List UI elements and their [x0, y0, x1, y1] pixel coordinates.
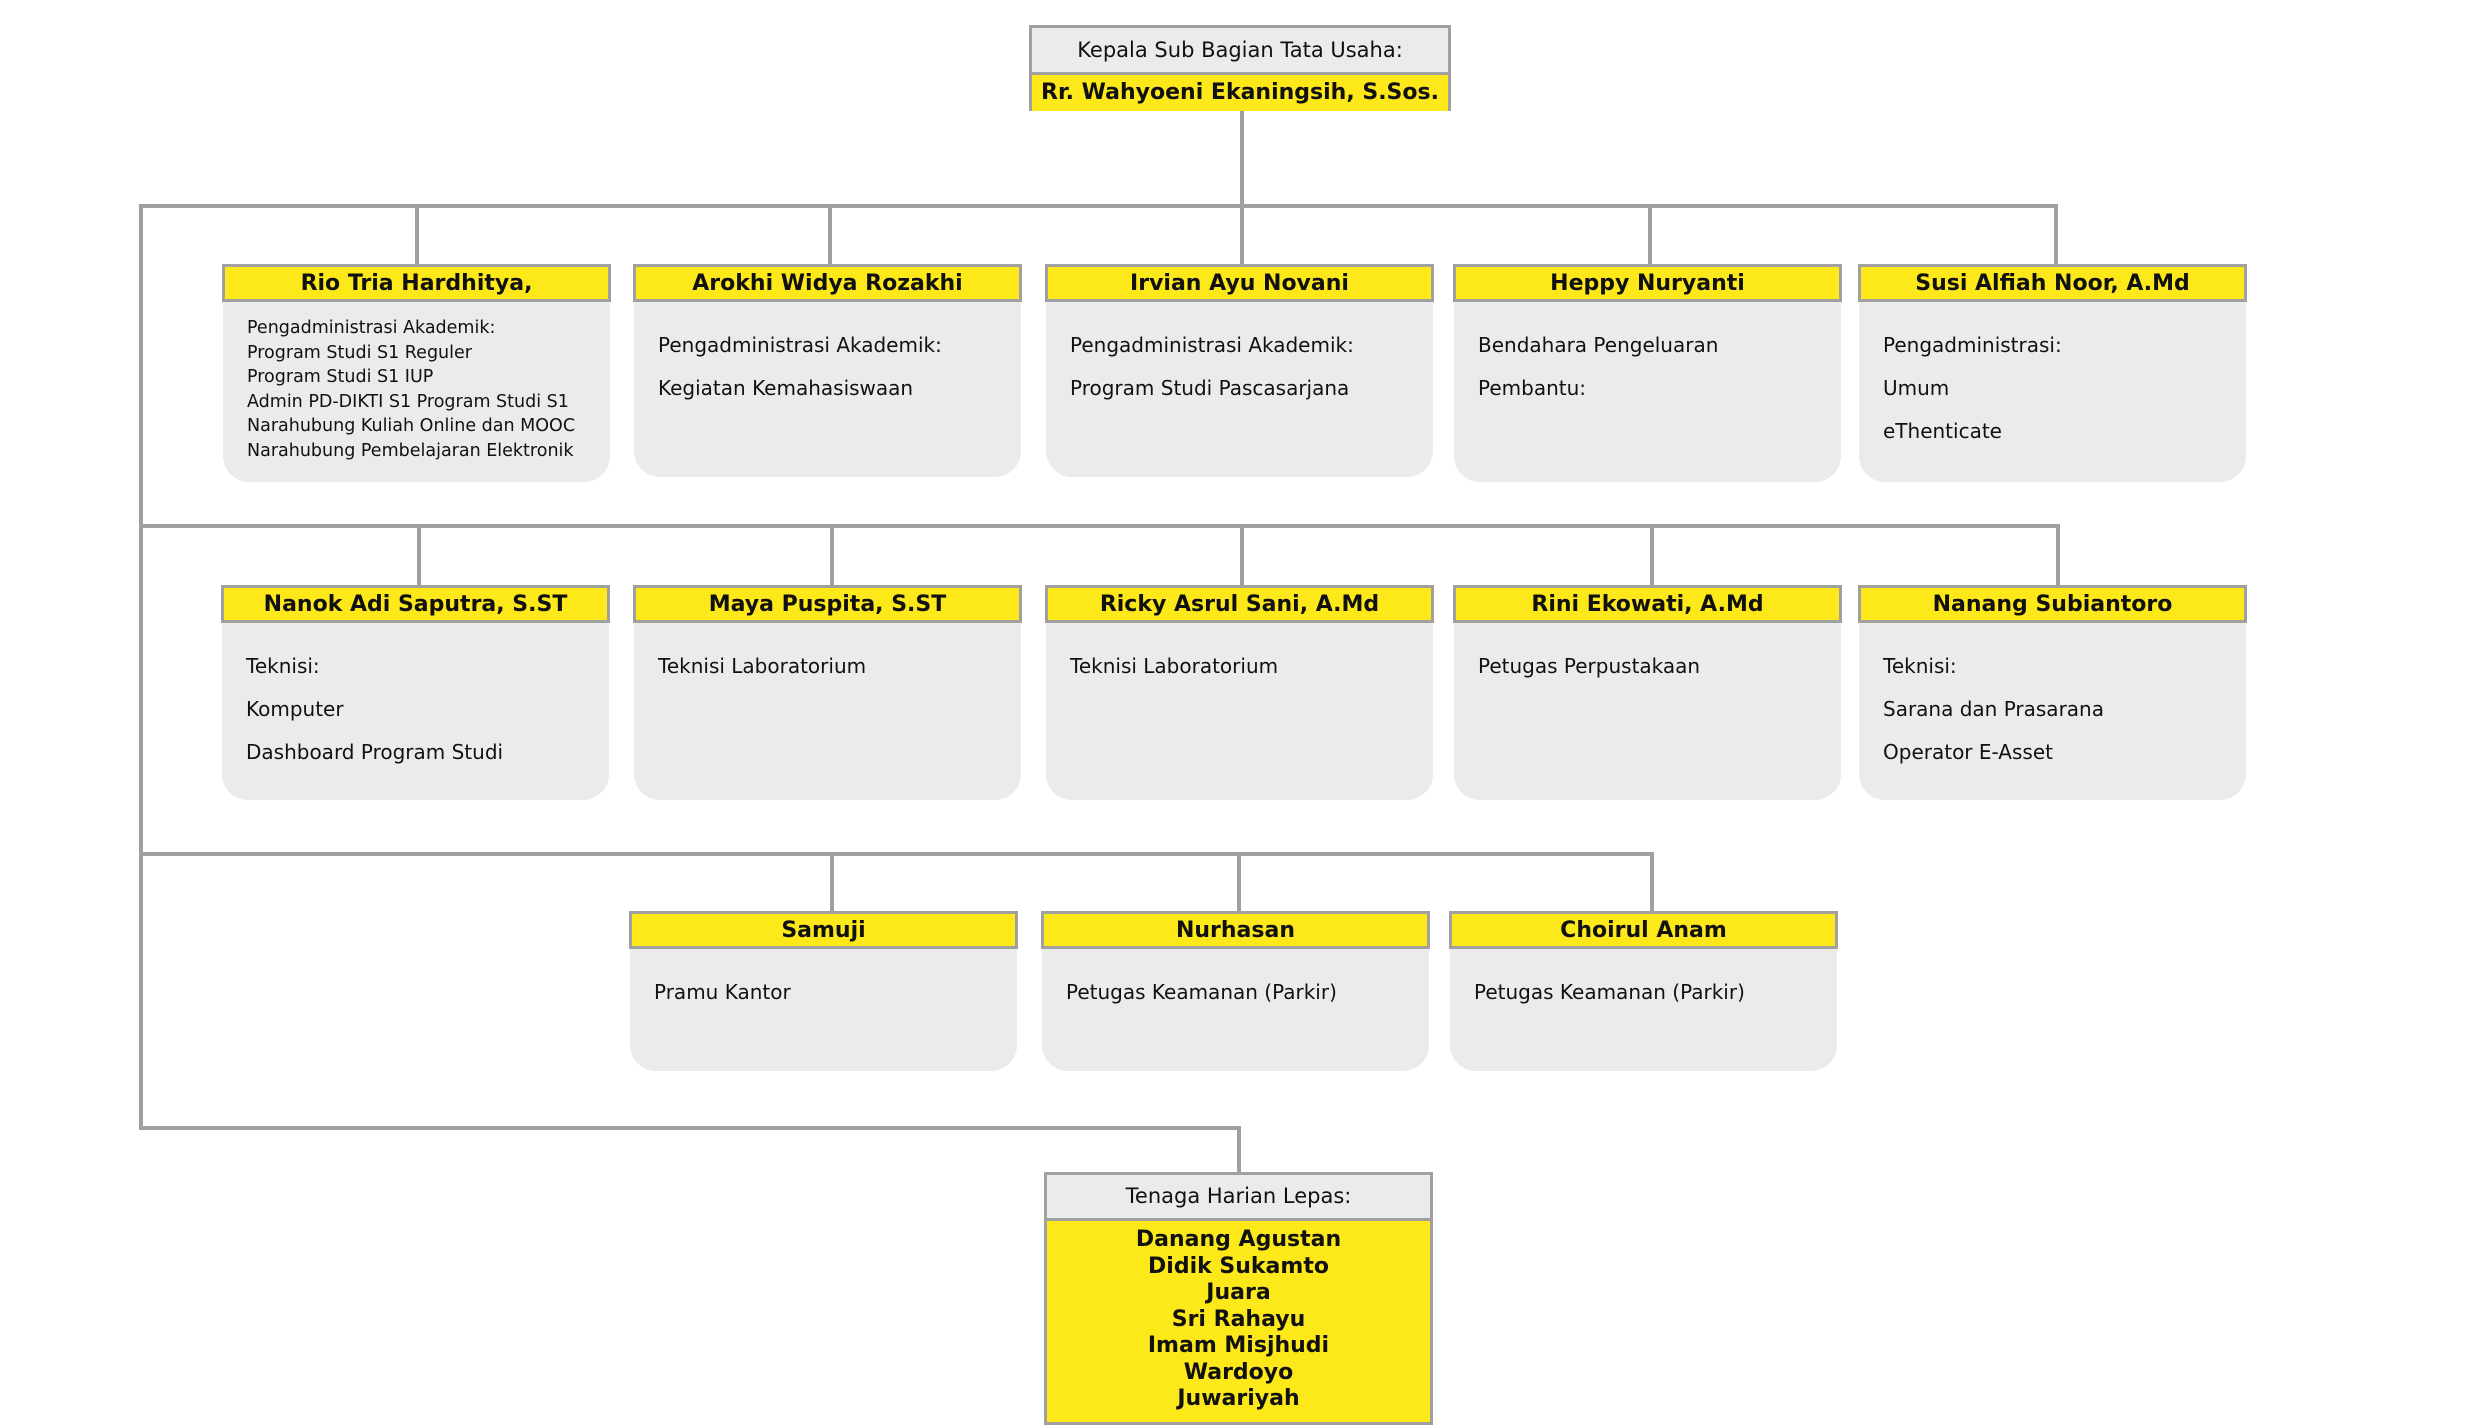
- duty-line: Pengadministrasi:: [1883, 333, 2062, 357]
- staff-name: Susi Alfiah Noor, A.Md: [1858, 264, 2247, 302]
- staff-name: Maya Puspita, S.ST: [633, 585, 1022, 623]
- duty-line: Dashboard Program Studi: [246, 740, 504, 764]
- connector: [139, 1126, 1240, 1130]
- duty-line: Petugas Keamanan (Parkir): [1474, 980, 1745, 1004]
- casual-name: Juara: [1206, 1280, 1271, 1305]
- connector: [1237, 852, 1241, 912]
- duty-line: Narahubung Kuliah Online dan MOOC: [247, 416, 576, 436]
- staff-name: Nurhasan: [1041, 911, 1430, 949]
- connector: [139, 524, 2059, 528]
- connector: [830, 852, 834, 912]
- duty-line: Petugas Perpustakaan: [1478, 654, 1701, 678]
- connector: [1650, 524, 1654, 586]
- duty-line: Program Studi S1 Reguler: [247, 342, 472, 363]
- casual-name: Danang Agustan: [1135, 1227, 1342, 1252]
- staff-duties: Teknisi Laboratorium: [634, 623, 1021, 688]
- duty-line: Pengadministrasi Akademik:: [247, 318, 496, 338]
- connector: [139, 852, 1654, 856]
- staff-duties: Pengadministrasi Akademik: Kegiatan Kemah…: [634, 302, 1021, 410]
- head-name: Rr. Wahyoeni Ekaningsih, S.Sos.: [1032, 75, 1448, 111]
- staff-duties: Petugas Keamanan (Parkir): [1042, 949, 1429, 1014]
- connector: [2056, 524, 2060, 586]
- duty-line: Pengadministrasi Akademik:: [1070, 333, 1354, 357]
- head-box: Kepala Sub Bagian Tata Usaha: Rr. Wahyoe…: [1029, 25, 1451, 111]
- duty-line: Pengadministrasi Akademik:: [658, 333, 942, 357]
- connector: [139, 204, 143, 1130]
- staff-name: Nanok Adi Saputra, S.ST: [221, 585, 610, 623]
- staff-duties: Pengadministrasi: Umum eThenticate: [1859, 302, 2246, 453]
- casual-name: Juwariyah: [1177, 1386, 1300, 1411]
- duty-line: Program Studi Pascasarjana: [1070, 376, 1350, 400]
- staff-name: Heppy Nuryanti: [1453, 264, 1842, 302]
- duty-line: Bendahara Pengeluaran Pembantu:: [1478, 333, 1719, 400]
- staff-card: Rio Tria Hardhitya,Pengadministrasi Akad…: [222, 264, 611, 482]
- casual-title: Tenaga Harian Lepas:: [1047, 1175, 1430, 1221]
- casual-name: Didik Sukamto: [1148, 1253, 1329, 1279]
- casual-name: Imam Misjhudi: [1147, 1333, 1330, 1358]
- connector: [1240, 110, 1244, 208]
- connector: [1648, 204, 1652, 264]
- duty-line: Teknisi:: [246, 654, 320, 678]
- staff-duties: Pengadministrasi Akademik: Program Studi …: [223, 302, 610, 463]
- staff-name: Irvian Ayu Novani: [1045, 264, 1434, 302]
- casual-name: Sri Rahayu: [1171, 1306, 1306, 1332]
- duty-line: Program Studi S1 IUP: [247, 367, 434, 387]
- staff-duties: Petugas Perpustakaan: [1454, 623, 1841, 688]
- duty-line: Kegiatan Kemahasiswaan: [658, 376, 914, 400]
- duty-line: Teknisi Laboratorium: [658, 654, 867, 678]
- connector: [1240, 524, 1244, 586]
- staff-name: Arokhi Widya Rozakhi: [633, 264, 1022, 302]
- staff-duties: Pramu Kantor: [630, 949, 1017, 1014]
- connector: [1237, 1126, 1241, 1174]
- connector: [830, 524, 834, 586]
- duty-line: Sarana dan Prasarana: [1883, 697, 2104, 721]
- head-title: Kepala Sub Bagian Tata Usaha:: [1032, 28, 1448, 75]
- duty-line: Admin PD-DIKTI S1 Program Studi S1: [247, 391, 569, 412]
- connector: [139, 204, 2058, 208]
- duty-line: Narahubung Pembelajaran Elektronik: [247, 440, 574, 461]
- connector: [1240, 204, 1244, 264]
- duty-line: Umum: [1883, 376, 1950, 400]
- staff-name: Ricky Asrul Sani, A.Md: [1045, 585, 1434, 623]
- duty-line: Teknisi:: [1883, 654, 1957, 678]
- duty-line: Operator E-Asset: [1883, 740, 2053, 764]
- staff-name: Choirul Anam: [1449, 911, 1838, 949]
- connector: [828, 204, 832, 264]
- duty-line: Teknisi Laboratorium: [1070, 654, 1279, 678]
- staff-name: Rio Tria Hardhitya,: [222, 264, 611, 302]
- connector: [417, 524, 421, 586]
- connector: [415, 204, 419, 264]
- staff-duties: Bendahara Pengeluaran Pembantu:: [1454, 302, 1841, 410]
- casual-name: Wardoyo: [1183, 1359, 1294, 1385]
- staff-name: Rini Ekowati, A.Md: [1453, 585, 1842, 623]
- staff-duties: Pengadministrasi Akademik: Program Studi …: [1046, 302, 1433, 410]
- staff-name: Samuji: [629, 911, 1018, 949]
- staff-card: Maya Puspita, S.ST Teknisi Laboratorium: [633, 585, 1022, 800]
- staff-name: Nanang Subiantoro: [1858, 585, 2247, 623]
- staff-duties: Teknisi Laboratorium: [1046, 623, 1433, 688]
- connector: [1650, 852, 1654, 912]
- duty-line: Petugas Keamanan (Parkir): [1066, 980, 1337, 1004]
- connector: [2054, 204, 2058, 264]
- duty-line: eThenticate: [1883, 419, 2002, 443]
- staff-duties: Petugas Keamanan (Parkir): [1450, 949, 1837, 1014]
- duty-line: Komputer: [246, 697, 344, 721]
- duty-line: Pramu Kantor: [654, 980, 791, 1004]
